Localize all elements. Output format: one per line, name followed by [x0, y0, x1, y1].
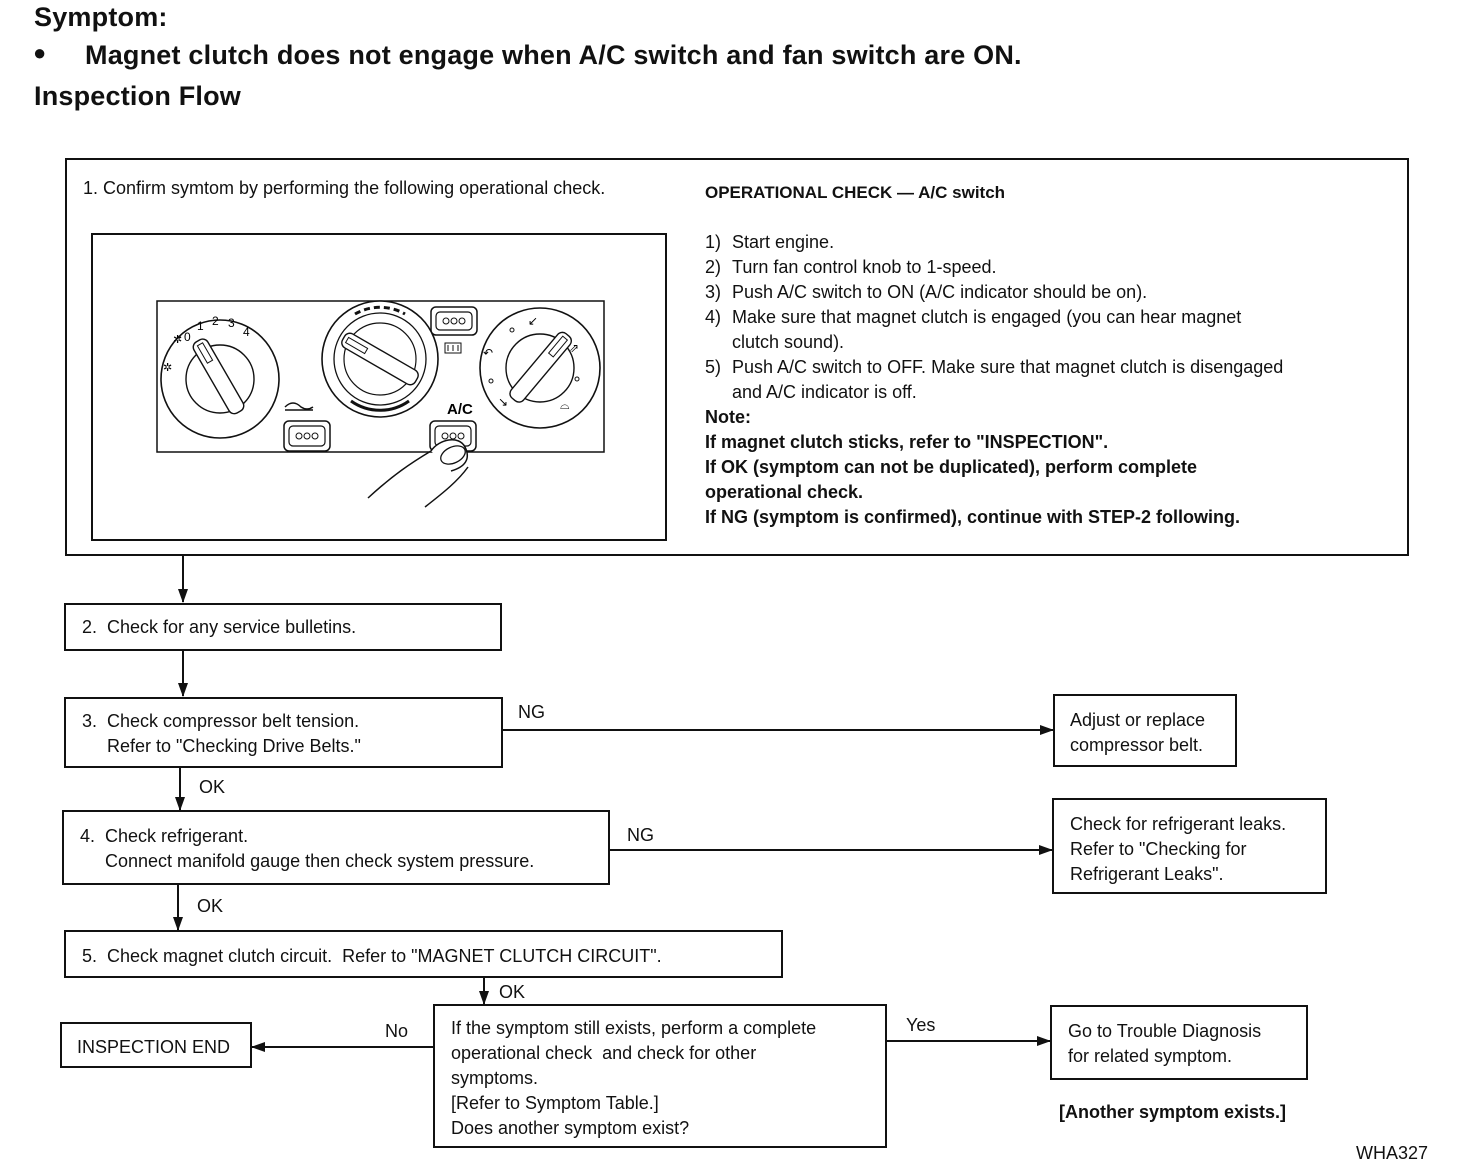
op-step: 1) Start engine.: [705, 232, 835, 252]
op-step: 5) Push A/C switch to OFF. Make sure tha…: [705, 357, 1284, 402]
refrigerant-leaks-box: Check for refrigerant leaks. Refer to "C…: [1052, 798, 1327, 894]
step4-box: 4. Check refrigerant. Connect manifold g…: [62, 810, 610, 885]
yes-label: Yes: [906, 1015, 936, 1035]
svg-text:✲: ✲: [173, 333, 182, 346]
op-step: 2) Turn fan control knob to 1-speed.: [705, 257, 997, 277]
note-title: Note:: [705, 407, 751, 427]
recirculation-button: [283, 402, 331, 452]
no-label: No: [385, 1021, 409, 1041]
step3-box: 3. Check compressor belt tension. Refer …: [64, 697, 503, 768]
step5-ok-label: OK: [499, 982, 526, 1002]
fan-scale-label: 2: [212, 314, 219, 328]
refrigerant-leaks-text: Check for refrigerant leaks. Refer to "C…: [1070, 814, 1287, 884]
trouble-diagnosis-box: Go to Trouble Diagnosis for related symp…: [1050, 1005, 1308, 1080]
ac-control-panel: 0 1 2 3 4 ✲ ✲: [156, 300, 605, 508]
step5-text: 5. Check magnet clutch circuit. Refer to…: [82, 946, 662, 966]
decision-text: If the symptom still exists, perform a c…: [451, 1018, 817, 1138]
op-step: 4) Make sure that magnet clutch is engag…: [705, 307, 1242, 352]
note-line: operational check.: [705, 482, 864, 502]
step2-text: 2. Check for any service bulletins.: [82, 617, 357, 637]
svg-text:↙: ↙: [528, 314, 538, 328]
operational-check: OPERATIONAL CHECK — A/C switch 1) Start …: [705, 180, 1395, 530]
symptom-text: Magnet clutch does not engage when A/C s…: [85, 40, 1022, 70]
inspection-end-text: INSPECTION END: [77, 1037, 231, 1057]
decision-box: If the symptom still exists, perform a c…: [433, 1004, 887, 1148]
step2-box: 2. Check for any service bulletins.: [64, 603, 502, 651]
op-check-title: OPERATIONAL CHECK — A/C switch: [705, 183, 1006, 202]
step4-ok-label: OK: [197, 896, 224, 916]
fan-scale-label: 0: [184, 330, 191, 344]
mode-control-knob: ↙ ↶ ⇗ ↘ ⌓: [479, 307, 601, 429]
inspection-end-box: INSPECTION END: [60, 1022, 252, 1068]
step1-text: 1. Confirm symtom by performing the foll…: [83, 178, 606, 198]
svg-text:↶: ↶: [483, 346, 493, 360]
fan-scale-label: 3: [228, 316, 235, 330]
ac-label: A/C: [447, 401, 473, 418]
inspection-flow-title: Inspection Flow: [34, 81, 242, 111]
svg-text:✲: ✲: [163, 361, 172, 374]
svg-text:⌓: ⌓: [560, 398, 570, 412]
trouble-diagnosis-text: Go to Trouble Diagnosis for related symp…: [1068, 1021, 1262, 1066]
svg-text:⇗: ⇗: [569, 341, 579, 355]
temperature-control-knob: [321, 300, 439, 418]
finger-icon: [367, 439, 469, 508]
panel-illustration-frame: 0 1 2 3 4 ✲ ✲: [91, 233, 667, 541]
figure-id: WHA327: [1356, 1143, 1429, 1163]
step4-ng-label: NG: [627, 825, 654, 845]
step5-box: 5. Check magnet clutch circuit. Refer to…: [64, 930, 783, 978]
note-line: If OK (symptom can not be duplicated), p…: [705, 457, 1198, 477]
adjust-belt-box: Adjust or replace compressor belt.: [1053, 694, 1237, 767]
rear-defrost-button: [430, 306, 478, 354]
fan-scale-label: 4: [243, 325, 250, 339]
step3-text: 3. Check compressor belt tension. Refer …: [82, 711, 361, 756]
bullet-icon: ●: [33, 40, 47, 65]
step3-ng-label: NG: [518, 702, 545, 722]
op-step: 3) Push A/C switch to ON (A/C indicator …: [705, 282, 1148, 302]
another-symptom-note: [Another symptom exists.]: [1059, 1102, 1287, 1122]
fan-scale-label: 1: [197, 319, 204, 333]
note-line: If NG (symptom is confirmed), continue w…: [705, 507, 1241, 527]
svg-text:↘: ↘: [498, 395, 508, 409]
note-line: If magnet clutch sticks, refer to "INSPE…: [705, 432, 1109, 452]
step3-ok-label: OK: [199, 777, 226, 797]
fan-control-knob: 0 1 2 3 4 ✲ ✲: [160, 314, 280, 439]
adjust-belt-text: Adjust or replace compressor belt.: [1070, 710, 1206, 755]
symptom-label: Symptom:: [34, 2, 168, 32]
step4-text: 4. Check refrigerant. Connect manifold g…: [80, 826, 535, 871]
